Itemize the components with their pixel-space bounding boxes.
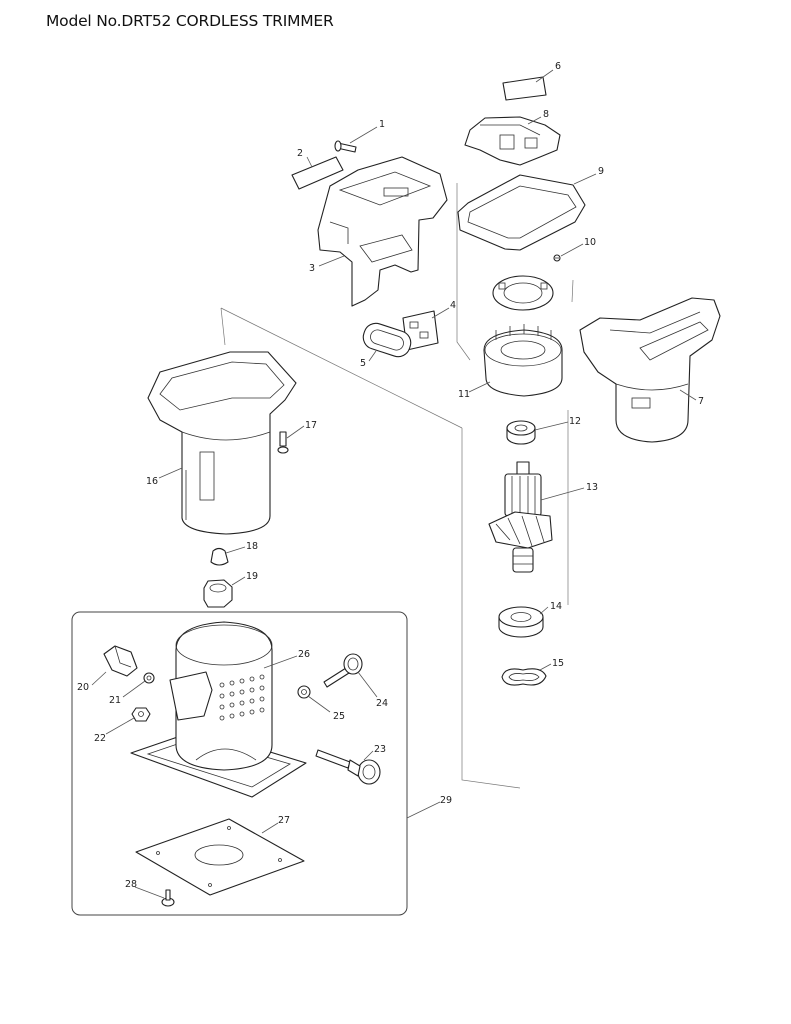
part-28-screw: [161, 889, 175, 907]
callout-28: 28: [125, 879, 137, 890]
part-1-screw: [334, 140, 357, 153]
part-16-motor-housing: [147, 351, 297, 535]
part-9-cover: [457, 174, 586, 251]
page-title: Model No.DRT52 CORDLESS TRIMMER: [46, 12, 334, 30]
part-14-bearing: [498, 606, 544, 638]
assembly-guide-lines: [220, 183, 574, 789]
callout-8: 8: [543, 109, 549, 120]
callout-19: 19: [246, 571, 258, 582]
callout-25: 25: [333, 711, 345, 722]
part-13-armature: [488, 461, 553, 573]
callout-24: 24: [376, 698, 388, 709]
callout-17: 17: [305, 420, 317, 431]
part-20-knob: [103, 645, 138, 677]
callout-9: 9: [598, 166, 604, 177]
leader-lines: [91, 69, 697, 899]
callout-22: 22: [94, 733, 106, 744]
part-6-label: [502, 76, 547, 101]
part-22-nut: [131, 707, 151, 722]
callout-4: 4: [450, 300, 456, 311]
part-11-holder-ring: [492, 275, 554, 311]
part-3-housing: [317, 156, 448, 307]
callout-6: 6: [555, 61, 561, 72]
callout-16: 16: [146, 476, 158, 487]
part-27-base-plate: [135, 818, 305, 896]
callout-12: 12: [569, 416, 581, 427]
base-assembly-group-box: [71, 611, 408, 916]
part-23-adjusting-screw: [315, 749, 381, 785]
callout-29: 29: [440, 795, 452, 806]
part-2-label: [291, 156, 344, 190]
callout-18: 18: [246, 541, 258, 552]
callout-13: 13: [586, 482, 598, 493]
part-21-washer: [143, 672, 155, 684]
part-26-base-housing: [130, 621, 307, 798]
callout-23: 23: [374, 744, 386, 755]
part-24-thumb-screw: [323, 653, 363, 688]
part-17-screw: [277, 431, 289, 454]
part-10-screw: [553, 254, 561, 262]
part-19-nut: [203, 579, 233, 608]
callout-27: 27: [278, 815, 290, 826]
part-7-rear-housing: [579, 297, 721, 443]
callout-11: 11: [458, 389, 470, 400]
callout-14: 14: [550, 601, 562, 612]
callout-15: 15: [552, 658, 564, 669]
part-8-terminal: [464, 116, 561, 166]
callout-5: 5: [360, 358, 366, 369]
callout-1: 1: [379, 119, 385, 130]
callout-numbers: 1 2 3 4 5 6 7 8 9 10 11 12 13 14 15 16 1…: [77, 61, 704, 890]
callout-26: 26: [298, 649, 310, 660]
part-15-washer: [501, 668, 547, 686]
callout-2: 2: [297, 148, 303, 159]
callout-21: 21: [109, 695, 121, 706]
part-18-cap: [210, 547, 229, 566]
callout-7: 7: [698, 396, 704, 407]
grip-dots: [219, 674, 265, 721]
part-25-washer: [297, 685, 311, 699]
part-12-bearing: [506, 420, 536, 445]
callout-20: 20: [77, 682, 89, 693]
callout-3: 3: [309, 263, 315, 274]
callout-10: 10: [584, 237, 596, 248]
part-11-stator: [483, 324, 563, 397]
part-5-switch-button: [362, 322, 412, 358]
